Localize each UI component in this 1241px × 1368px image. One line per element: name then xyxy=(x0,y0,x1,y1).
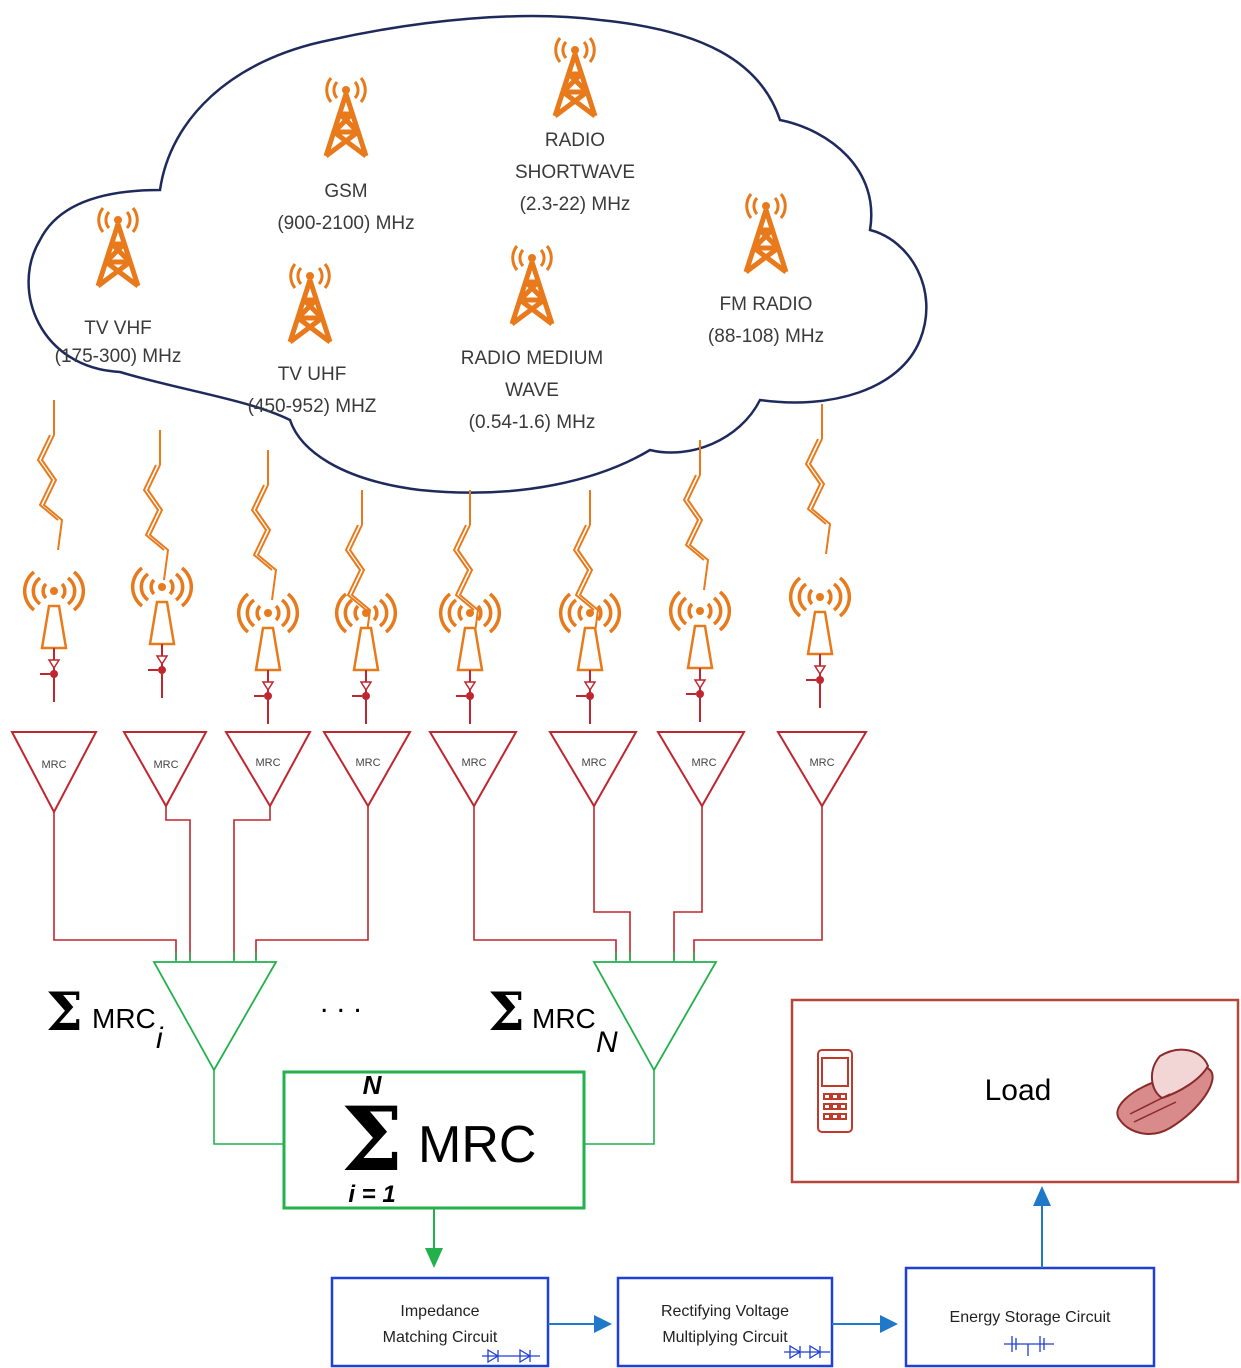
combiner-left-label: Σ MRC i xyxy=(46,982,164,1055)
sigma-symbol: Σ xyxy=(46,982,83,1043)
combiner-text: MRC xyxy=(92,1003,156,1034)
sigma-symbol: Σ xyxy=(488,982,525,1043)
combiner-subscript: N xyxy=(596,1026,618,1059)
arrow-to-load xyxy=(1033,1186,1051,1268)
source-name-line1: RADIO MEDIUM xyxy=(461,348,604,369)
source-radio-medium-wave: RADIO MEDIUM WAVE (0.54-1.6) MHz xyxy=(461,348,604,433)
combiner-right-label: Σ MRC N xyxy=(488,982,618,1059)
combiner-left xyxy=(152,952,278,1072)
rectifier-line2: Multiplying Circuit xyxy=(662,1329,788,1346)
lightning-bolt-icon xyxy=(37,399,63,551)
mrc-triangle: MRC xyxy=(776,731,868,808)
flip-phone-icon xyxy=(1116,1048,1214,1135)
receive-antenna-icon xyxy=(438,592,502,726)
source-name: FM RADIO xyxy=(720,294,813,315)
lightning-bolt-icon xyxy=(805,403,831,555)
impedance-matching-block: Impedance Matching Circuit xyxy=(330,1276,550,1368)
receive-antenna-icon xyxy=(668,590,732,724)
receive-antenna-icon xyxy=(22,570,86,704)
rectifier-block: Rectifying Voltage Multiplying Circuit xyxy=(616,1276,834,1368)
mrc-triangle: MRC xyxy=(322,731,412,808)
source-gsm: GSM (900-2100) MHz xyxy=(277,181,414,234)
receive-antenna-icon xyxy=(236,592,300,726)
receive-antenna-icon xyxy=(558,592,622,726)
source-radio-shortwave: RADIO SHORTWAVE (2.3-22) MHz xyxy=(515,130,635,215)
mrc-triangle: MRC xyxy=(10,731,98,815)
sum-mrc-block: N Σ i = 1 MRC xyxy=(282,1070,586,1210)
combiner-text: MRC xyxy=(532,1003,596,1034)
source-band: (175-300) MHz xyxy=(55,346,182,367)
receiving-antennas xyxy=(22,566,852,726)
load-label: Load xyxy=(985,1074,1052,1107)
svg-text:MRC: MRC xyxy=(809,757,834,769)
lightning-bolt-icon xyxy=(251,449,277,601)
sum-text: MRC xyxy=(418,1116,536,1174)
diode-symbol-icon xyxy=(482,1348,540,1364)
mrc-triangle: MRC xyxy=(656,731,746,808)
source-name: TV VHF xyxy=(84,318,152,339)
lightning-bolt-icon xyxy=(143,429,169,581)
svg-text:MRC: MRC xyxy=(581,757,606,769)
storage-label: Energy Storage Circuit xyxy=(950,1309,1112,1326)
source-band: (2.3-22) MHz xyxy=(520,194,631,215)
source-name-line2: WAVE xyxy=(505,380,559,401)
source-fm-radio: FM RADIO (88-108) MHz xyxy=(708,294,824,347)
source-tv-uhf: TV UHF (450-952) MHZ xyxy=(248,364,377,417)
source-band: (88-108) MHz xyxy=(708,326,824,347)
source-name: TV UHF xyxy=(278,364,347,385)
impedance-line1: Impedance xyxy=(400,1303,479,1320)
svg-text:MRC: MRC xyxy=(41,759,66,771)
source-name: GSM xyxy=(324,181,367,202)
combiner-subscript: i xyxy=(156,1022,164,1055)
arrow-to-storage xyxy=(832,1315,898,1333)
receive-antenna-icon xyxy=(788,576,852,710)
mrc-triangle: MRC xyxy=(428,731,518,808)
rectifier-diode-icon xyxy=(784,1344,830,1360)
ellipsis: . . . xyxy=(320,986,362,1019)
mrc-feed-wires xyxy=(53,806,823,960)
load-block: Load xyxy=(790,998,1240,1184)
source-name-line1: RADIO xyxy=(545,130,605,151)
sum-sigma-symbol: Σ xyxy=(341,1087,403,1191)
sum-lower-limit: i = 1 xyxy=(348,1181,395,1208)
mrc-triangle: MRC xyxy=(122,731,208,809)
capacitor-symbol-icon xyxy=(1004,1336,1054,1356)
arrow-to-rectifier xyxy=(548,1315,612,1333)
mrc-amplifiers: MRC MRC MRC MRC MRC MRC MRC MRC xyxy=(10,731,868,815)
combiner-right xyxy=(592,952,718,1072)
cell-phone-icon xyxy=(817,1049,853,1133)
impedance-line2: Matching Circuit xyxy=(383,1329,498,1346)
combiner-output-wires xyxy=(213,1070,655,1145)
svg-text:MRC: MRC xyxy=(355,757,380,769)
source-name-line2: SHORTWAVE xyxy=(515,162,635,183)
receive-antenna-icon xyxy=(130,566,194,700)
svg-text:MRC: MRC xyxy=(691,757,716,769)
source-tv-vhf: TV VHF (175-300) MHz xyxy=(55,318,182,367)
lightning-bolt-icon xyxy=(683,439,709,591)
svg-text:MRC: MRC xyxy=(153,759,178,771)
sum-upper-limit: N xyxy=(363,1070,383,1100)
lightning-bolt-icon xyxy=(573,489,599,641)
source-band: (0.54-1.6) MHz xyxy=(469,412,596,433)
rectifier-line1: Rectifying Voltage xyxy=(661,1303,789,1320)
energy-storage-block: Energy Storage Circuit xyxy=(904,1266,1156,1368)
arrow-to-impedance xyxy=(425,1208,443,1268)
mrc-triangle: MRC xyxy=(224,731,312,809)
lightning-bolt-icon xyxy=(453,489,479,641)
source-band: (900-2100) MHz xyxy=(277,213,414,234)
svg-text:MRC: MRC xyxy=(461,757,486,769)
mrc-triangle: MRC xyxy=(548,731,638,808)
receive-antenna-icon xyxy=(334,592,398,726)
source-band: (450-952) MHZ xyxy=(248,396,377,417)
svg-text:MRC: MRC xyxy=(255,757,280,769)
cloud-outline xyxy=(27,14,928,494)
